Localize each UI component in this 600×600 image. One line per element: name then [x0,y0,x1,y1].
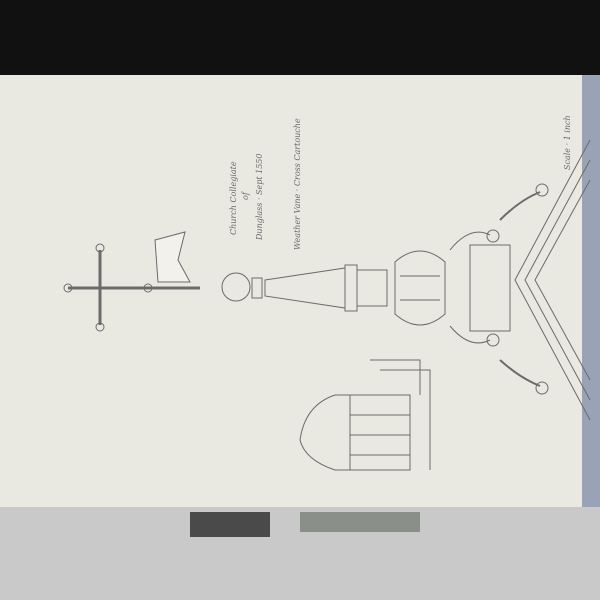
cross [63,243,200,332]
object-on-table-2 [300,512,420,532]
finial-drawing [63,139,591,471]
object-on-table [190,512,270,537]
vane-flag [154,231,191,283]
scroll-upper [449,231,491,251]
finial-ball [221,272,251,302]
note-line-2: of [241,190,250,200]
corner-note: Scale · 1 inch [563,115,572,170]
cornice-detail [299,359,431,471]
paper-sheet [0,75,588,507]
note-line-1: Church Collegiate [229,161,238,235]
dark-top-area [0,0,600,75]
note-line-4: Weather Vane · Cross Cartouche [293,118,302,250]
paper-edge [582,75,600,507]
urn [394,250,446,326]
note-line-3: Dunglass · Sept 1550 [255,154,264,241]
